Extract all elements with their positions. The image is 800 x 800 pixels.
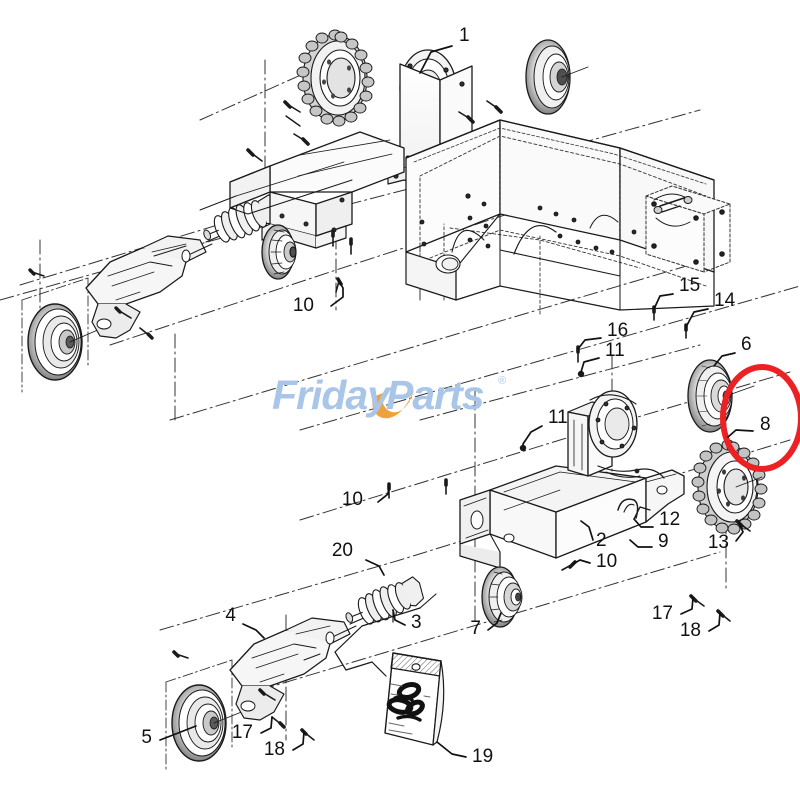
callout-number-16: 16 — [607, 320, 628, 341]
callout-number-11b: 11 — [548, 407, 568, 428]
leader-15 — [653, 293, 674, 310]
front-idler-wheel-upper — [27, 303, 101, 381]
drive-sprocket-upper — [296, 29, 375, 127]
callout-number-17a: 17 — [232, 722, 253, 743]
drive-sprocket-right — [691, 439, 768, 535]
idler-assembly-lower — [165, 576, 425, 773]
leader-10c — [572, 559, 591, 565]
idler-bolts-upper — [28, 268, 154, 340]
leader-2 — [580, 520, 594, 541]
leader-13 — [735, 522, 744, 542]
callout-number-10a: 10 — [293, 295, 314, 316]
final-drive-upper — [229, 29, 589, 293]
callout-number-19: 19 — [472, 746, 493, 767]
seal-kit-bag — [384, 652, 445, 746]
callout-number-5: 5 — [141, 727, 152, 748]
track-roller-upper — [261, 224, 297, 280]
callout-number-10b: 10 — [342, 489, 363, 510]
leader-18a — [292, 731, 305, 751]
leader-3 — [392, 609, 406, 626]
callout-number-18b: 18 — [680, 620, 701, 641]
connection-lines — [153, 195, 321, 661]
callout-number-2: 2 — [596, 530, 607, 551]
recoil-spring — [325, 576, 425, 645]
callout-number-13: 13 — [708, 532, 729, 553]
track-roller — [481, 566, 523, 628]
callout-number-20: 20 — [332, 540, 353, 561]
watermark-swoosh — [372, 390, 414, 419]
leader-20 — [365, 559, 385, 576]
callout-number-14: 14 — [714, 290, 736, 311]
callout-number-4: 4 — [225, 605, 236, 626]
leader-19 — [436, 741, 467, 758]
leader-16 — [577, 337, 602, 350]
drive-roller-right — [687, 359, 755, 433]
watermark-text-friday: Friday — [272, 372, 392, 418]
leader-12 — [633, 518, 654, 528]
callout-number-15: 15 — [679, 275, 700, 296]
leader-1 — [419, 45, 453, 74]
leader-18b — [708, 612, 721, 632]
callout-layer — [159, 45, 754, 758]
leader-8 — [727, 429, 754, 438]
callout-number-12: 12 — [659, 509, 680, 530]
callout-number-10c: 10 — [596, 551, 617, 572]
callout-number-6: 6 — [741, 334, 752, 355]
callout-number-8: 8 — [760, 414, 771, 435]
callout-number-17b: 17 — [652, 603, 673, 624]
leader-11b — [522, 425, 543, 445]
callout-number-9: 9 — [658, 531, 669, 552]
callout-number-18a: 18 — [264, 739, 285, 760]
watermark-text-parts: Parts — [386, 372, 484, 418]
frame-access-cover — [645, 185, 731, 273]
idler-assembly-upper — [21, 194, 281, 393]
leader-6 — [713, 352, 736, 367]
callout-number-3: 3 — [411, 612, 422, 633]
callout-number-11a: 11 — [605, 340, 625, 361]
leader-4 — [242, 623, 265, 639]
idler-yoke-lower — [229, 617, 351, 721]
leader-9 — [629, 539, 653, 548]
callout-number-7: 7 — [470, 618, 481, 639]
track-frame-main — [405, 119, 731, 315]
leader-10b — [377, 485, 390, 503]
drive-roller-upper-right — [525, 39, 589, 115]
track-frame-lower — [387, 390, 685, 571]
leader-10a — [330, 280, 344, 307]
leader-14 — [685, 308, 709, 328]
leader-7 — [487, 612, 502, 631]
fridayparts-watermark: Friday Parts ® — [272, 372, 506, 419]
front-idler-wheel-lower — [171, 684, 245, 762]
callout-number-1: 1 — [459, 25, 470, 46]
callout-numbers: 1 10 16 11 15 14 6 8 11 10 2 12 9 10 13 … — [141, 25, 770, 767]
leader-5 — [159, 725, 197, 741]
watermark-registered-mark: ® — [498, 375, 506, 387]
leader-17b — [680, 597, 694, 615]
retainer-bracket — [617, 498, 651, 520]
leader-17a — [260, 716, 273, 734]
leader-11a — [580, 357, 600, 373]
red-highlight-ellipse — [720, 364, 800, 472]
